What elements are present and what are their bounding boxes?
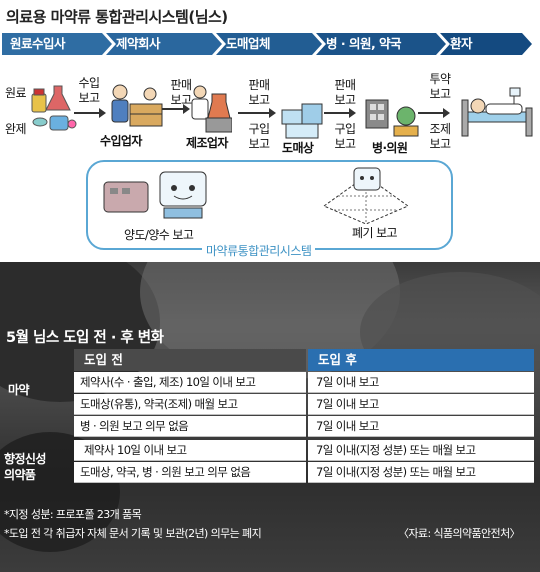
raw-material-label: 원료	[5, 86, 26, 100]
clinic-purchase-label-1: 구입	[334, 122, 356, 136]
dose-report-label-1: 투약	[429, 72, 451, 86]
import-report-label-1: 수입	[78, 76, 100, 90]
manufacturer-sales-label-1: 판매	[248, 78, 270, 92]
management-system-box	[86, 160, 453, 250]
transfer-report-label: 양도/양수 보고	[124, 228, 194, 242]
clinic-dose-arrow	[418, 108, 450, 118]
importer-sales-arrow	[162, 104, 190, 114]
importer-icon	[111, 84, 163, 127]
finished-product-label: 완제	[5, 122, 26, 136]
before-after-panel: 5월 님스 도입 전 · 후 변화 도입 전 도입 후 제약사(수 · 출입, …	[0, 262, 540, 572]
import-arrow	[74, 108, 106, 118]
computer-robot-icon	[103, 171, 207, 219]
manufacturer-sales-label-2: 보고	[248, 93, 270, 107]
row-2-before: 도매상(유통), 약국(조제) 매월 보고	[74, 394, 306, 415]
infographic-title: 의료용 마약류 통합관리시스템(님스)	[6, 8, 228, 26]
source-credit: 〈자료: 식품의약품안전처〉	[398, 527, 521, 540]
medicine-bottles-icon	[31, 85, 77, 131]
wholesaler-purchase-label-1: 구입	[248, 122, 270, 136]
row-1-before: 제약사(수 · 출입, 제조) 10일 이내 보고	[74, 372, 306, 393]
table-subtitle: 5월 님스 도입 전 · 후 변화	[6, 330, 164, 346]
group-psychotropics-label-1: 향정신성	[4, 452, 46, 466]
row-3-before: 병 · 의원 보고 의무 없음	[74, 416, 306, 437]
disposal-net-icon	[322, 167, 410, 225]
manufacturer-label: 제조업자	[186, 136, 228, 150]
import-report-label-2: 보고	[78, 91, 100, 105]
manufacturer-sales-arrow	[238, 108, 276, 118]
group-narcotics-label: 마약	[8, 383, 29, 397]
importer-sales-label-2: 보고	[170, 93, 192, 107]
group-psychotropics-label-2: 의약품	[4, 468, 36, 482]
dose-report-label-2: 보고	[429, 87, 451, 101]
manufacturer-icon	[191, 85, 232, 133]
header-after: 도입 후	[308, 349, 534, 371]
stage-pharma-company: 제약회사	[106, 33, 222, 55]
patient-bed-icon	[461, 87, 533, 137]
disposal-report-label: 폐기 보고	[352, 226, 398, 240]
wholesaler-sales-label-2: 보고	[334, 93, 356, 107]
row-4-before: 제약사 10일 이내 보고	[74, 440, 306, 461]
wholesaler-label: 도매상	[282, 141, 314, 155]
stage-patient: 환자	[440, 33, 532, 55]
row-5-after: 7일 이내(지정 성분) 또는 매월 보고	[308, 462, 534, 483]
system-name-label: 마약류통합관리시스템	[202, 242, 316, 259]
row-3-after: 7일 이내 보고	[308, 416, 534, 437]
dispense-report-label-1: 조제	[429, 122, 451, 136]
header-before: 도입 전	[74, 349, 306, 371]
wholesaler-sales-arrow	[324, 108, 356, 118]
clinic-label: 병·의원	[372, 141, 408, 155]
stage-clinic-pharmacy: 병 · 의원, 약국	[316, 33, 446, 55]
note-designated: *지정 성분: 프로포폴 23개 품목	[4, 508, 142, 521]
clinic-purchase-label-2: 보고	[334, 137, 356, 151]
stage-bar: 원료수입사 제약회사 도매업체 병 · 의원, 약국 환자	[2, 33, 532, 55]
row-1-after: 7일 이내 보고	[308, 372, 534, 393]
row-2-after: 7일 이내 보고	[308, 394, 534, 415]
importer-label: 수입업자	[100, 134, 142, 148]
importer-sales-label-1: 판매	[170, 78, 192, 92]
row-4-after: 7일 이내(지정 성분) 또는 매월 보고	[308, 440, 534, 461]
infographic-panel: 의료용 마약류 통합관리시스템(님스) 원료수입사 제약회사 도매업체 병 · …	[0, 0, 540, 262]
clinic-icon	[365, 99, 419, 137]
stage-raw-importer: 원료수입사	[2, 33, 112, 55]
wholesaler-icon	[281, 103, 323, 139]
stage-wholesaler: 도매업체	[216, 33, 322, 55]
row-5-before: 도매상, 약국, 병 · 의원 보고 의무 없음	[74, 462, 306, 483]
wholesaler-purchase-label-2: 보고	[248, 137, 270, 151]
note-abolished: *도입 전 각 취급자 자체 문서 기록 및 보관(2년) 의무는 폐지	[4, 527, 262, 540]
dispense-report-label-2: 보고	[429, 137, 451, 151]
wholesaler-sales-label-1: 판매	[334, 78, 356, 92]
